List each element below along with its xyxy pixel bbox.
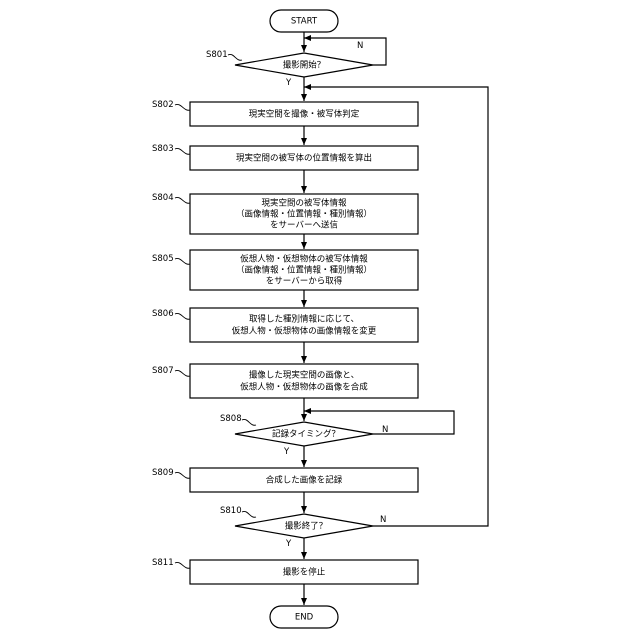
leader-s807 xyxy=(175,370,190,376)
step-label-s803: S803 xyxy=(152,144,174,154)
leader-s810 xyxy=(242,511,256,517)
step-label-s809: S809 xyxy=(152,468,174,478)
process-s806: 取得した種別情報に応じて、 仮想人物・仮想物体の画像情報を変更 xyxy=(190,308,418,342)
process-s804-line2: （画像情報・位置情報・種別情報） xyxy=(236,209,372,220)
process-s811: 撮影を停止 xyxy=(190,560,418,584)
step-label-s802: S802 xyxy=(152,100,174,110)
leader-s809 xyxy=(175,472,190,478)
decision-s808-text: 記録タイミング？ xyxy=(272,429,340,440)
branch-no-s801: N xyxy=(357,41,363,51)
step-label-s804: S804 xyxy=(152,193,174,203)
process-s804: 現実空間の被写体情報 （画像情報・位置情報・種別情報） をサーバーへ送信 xyxy=(190,194,418,234)
branch-yes-s801: Y xyxy=(285,78,292,88)
step-label-s807: S807 xyxy=(152,366,174,376)
process-s803-text: 現実空間の被写体の位置情報を算出 xyxy=(236,153,372,164)
step-label-s801: S801 xyxy=(206,50,228,60)
process-s804-line3: をサーバーへ送信 xyxy=(270,220,338,231)
process-s806-line1: 取得した種別情報に応じて、 xyxy=(249,314,359,325)
leader-s804 xyxy=(175,197,190,203)
process-s804-line1: 現実空間の被写体情報 xyxy=(261,198,347,209)
end-text: END xyxy=(295,613,314,623)
process-s809: 合成した画像を記録 xyxy=(190,468,418,492)
end-terminal: END xyxy=(270,606,338,628)
decision-s810-text: 撮影終了？ xyxy=(285,521,328,532)
branch-no-s810: N xyxy=(380,515,386,525)
decision-s801: 撮影開始？ xyxy=(235,53,373,77)
step-label-s805: S805 xyxy=(152,254,174,264)
leader-s803 xyxy=(175,148,190,154)
leader-s802 xyxy=(175,104,190,110)
decision-s808: 記録タイミング？ xyxy=(235,422,373,446)
step-label-s811: S811 xyxy=(152,558,174,568)
leader-s806 xyxy=(175,313,190,319)
process-s811-text: 撮影を停止 xyxy=(283,567,326,578)
leader-s808 xyxy=(242,419,256,425)
step-label-s808: S808 xyxy=(220,414,242,424)
process-s803: 現実空間の被写体の位置情報を算出 xyxy=(190,146,418,170)
decision-s801-text: 撮影開始？ xyxy=(283,60,326,71)
branch-yes-s810: Y xyxy=(285,539,292,549)
process-s805-line2: （画像情報・位置情報・種別情報） xyxy=(236,265,372,276)
process-s805-line3: をサーバーから取得 xyxy=(266,276,343,287)
process-s802: 現実空間を撮像・被写体判定 xyxy=(190,102,418,126)
start-terminal: START xyxy=(270,10,338,32)
process-s806-line2: 仮想人物・仮想物体の画像情報を変更 xyxy=(232,326,377,337)
process-s807-line1: 撮像した現実空間の画像と、 xyxy=(249,370,359,381)
step-label-s810: S810 xyxy=(220,506,242,516)
process-s802-text: 現実空間を撮像・被写体判定 xyxy=(249,109,360,120)
leader-s811 xyxy=(175,562,190,568)
decision-s810: 撮影終了？ xyxy=(235,514,373,538)
process-s809-text: 合成した画像を記録 xyxy=(266,475,343,486)
process-s805-line1: 仮想人物・仮想物体の被写体情報 xyxy=(240,254,368,265)
process-s805: 仮想人物・仮想物体の被写体情報 （画像情報・位置情報・種別情報） をサーバーから… xyxy=(190,250,418,290)
start-text: START xyxy=(291,17,318,27)
process-s807: 撮像した現実空間の画像と、 仮想人物・仮想物体の画像を合成 xyxy=(190,364,418,398)
step-label-s806: S806 xyxy=(152,309,174,319)
leader-s801 xyxy=(228,54,242,60)
process-s807-line2: 仮想人物・仮想物体の画像を合成 xyxy=(240,382,368,393)
leader-s805 xyxy=(175,258,190,264)
branch-yes-s808: Y xyxy=(283,447,290,457)
